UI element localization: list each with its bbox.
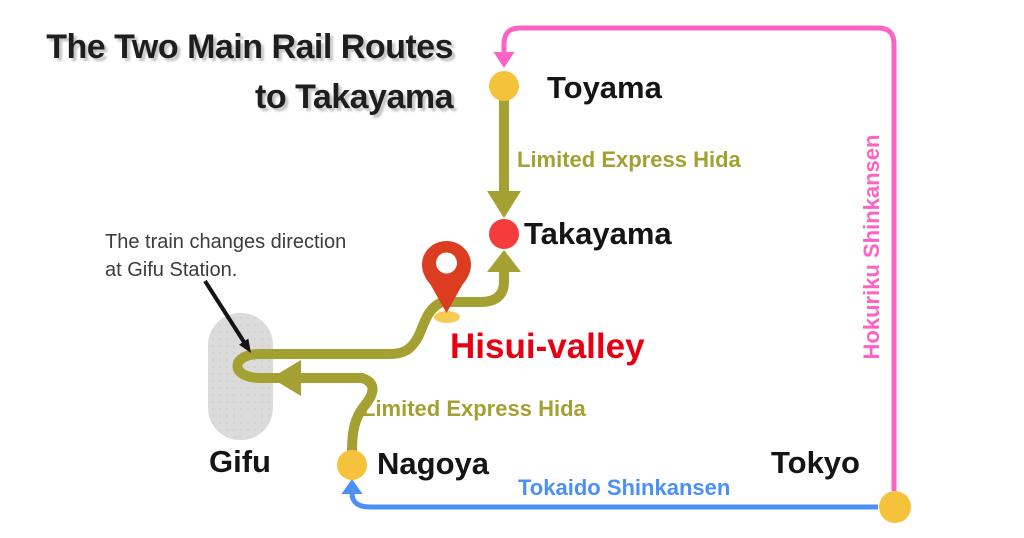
tokyo-station-dot [879, 491, 911, 523]
toyama-label: Toyama [547, 70, 662, 105]
hokuriku-route-line [501, 25, 897, 491]
hokuriku-arrowhead-icon [493, 52, 515, 68]
title-line2: to Takayama [255, 78, 453, 116]
takayama-station-dot [489, 219, 519, 249]
takayama-label: Takayama [524, 216, 672, 251]
tokaido-route-label: Tokaido Shinkansen [518, 475, 731, 500]
gifu-annotation: The train changes direction at Gifu Stat… [105, 228, 346, 284]
hida-nagoya-route-label: Limited Express Hida [362, 396, 586, 421]
hida-toyama-arrowhead-icon [487, 191, 521, 218]
annotation-line2: at Gifu Station. [105, 259, 238, 281]
hida-gifu-arrowhead-icon [271, 360, 301, 396]
hisui-valley-pin-icon [422, 241, 471, 313]
gifu-annotation-arrowhead-icon [239, 338, 251, 353]
pin-shadow [434, 311, 460, 323]
hida-takayama-arrowhead-icon [487, 250, 521, 272]
tokaido-arrowhead-icon [341, 479, 363, 494]
tokyo-label: Tokyo [771, 445, 860, 480]
tokaido-route-line [349, 492, 878, 510]
gifu-label: Gifu [209, 444, 271, 479]
nagoya-station-dot [337, 450, 367, 480]
hida-toyama-route-label: Limited Express Hida [517, 147, 741, 172]
gifu-annotation-arrow-line [203, 279, 246, 344]
hisui-valley-label: Hisui-valley [450, 327, 645, 366]
pin-hole [436, 252, 457, 274]
title-line1: The Two Main Rail Routes [46, 28, 453, 66]
hokuriku-route-label: Hokuriku Shinkansen [859, 134, 884, 360]
page-title: The Two Main Rail Routes to Takayama [46, 22, 453, 122]
toyama-station-dot [489, 71, 519, 101]
nagoya-label: Nagoya [377, 446, 489, 481]
annotation-line1: The train changes direction [105, 231, 347, 253]
